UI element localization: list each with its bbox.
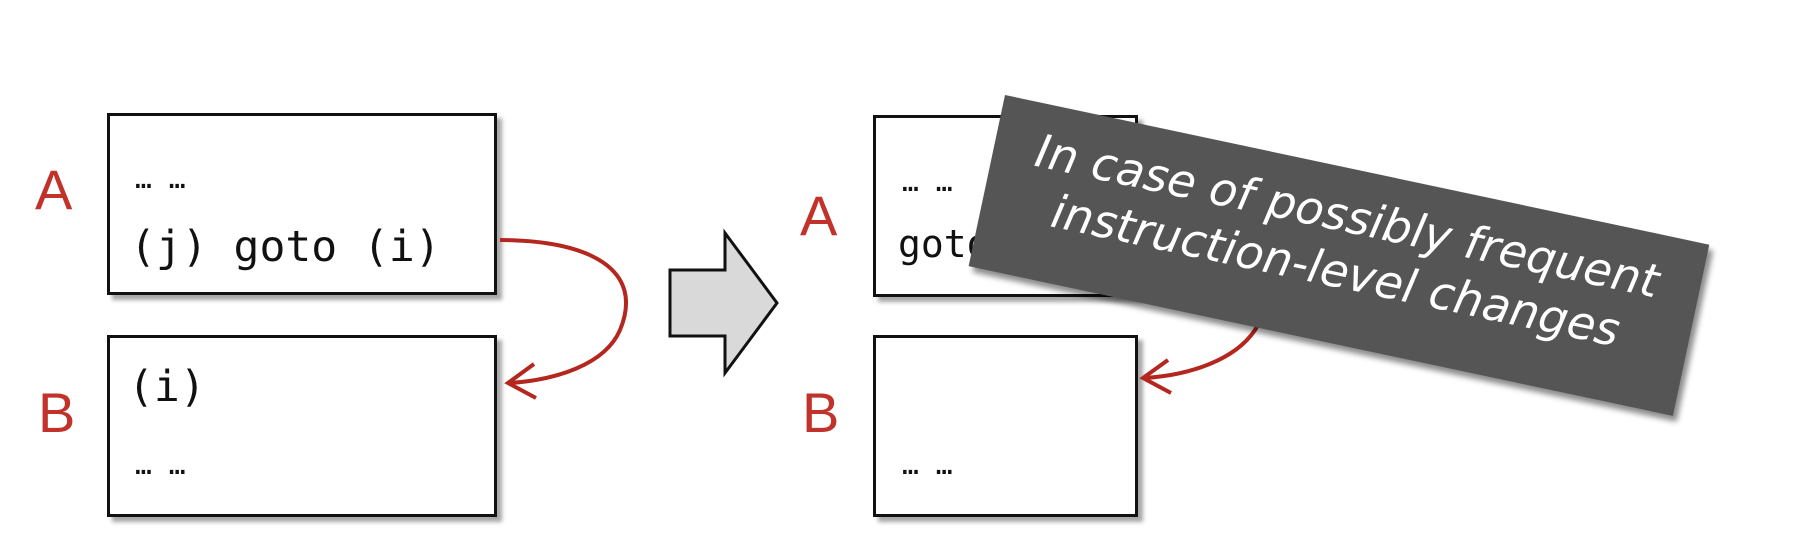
left-label-b: B	[38, 381, 76, 444]
left-block-a-line1: … …	[135, 162, 186, 195]
right-label-a: A	[800, 184, 838, 247]
left-block-b-line2: … …	[135, 448, 186, 481]
left-label-a: A	[35, 158, 73, 221]
right-block-a-line1: … …	[902, 165, 953, 198]
left-block-b	[107, 335, 497, 517]
right-block-b-line1: … …	[902, 448, 953, 481]
left-block-a	[107, 113, 497, 295]
left-block-b-line1: (i)	[128, 362, 206, 412]
right-block-b	[873, 335, 1138, 517]
left-jump-arrow	[499, 238, 628, 385]
transform-block-arrow	[668, 228, 779, 378]
left-block-a-line2: (j) goto (i)	[130, 222, 441, 272]
right-label-b: B	[802, 381, 840, 444]
right-jump-arrowhead	[1139, 358, 1172, 395]
left-jump-arrowhead	[504, 362, 537, 400]
